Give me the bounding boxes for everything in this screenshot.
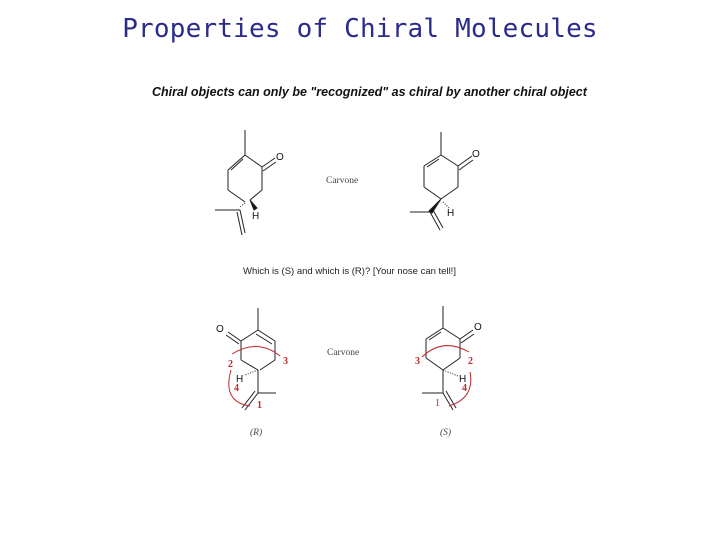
hydrogen-label: H (447, 208, 454, 219)
question-text: Which is (S) and which is (R)? [Your nos… (243, 266, 456, 277)
priority-1: 1 (435, 398, 440, 409)
hydrogen-label: H (252, 211, 259, 222)
oxygen-label: O (472, 149, 480, 160)
carvone-label-top: Carvone (326, 176, 359, 186)
carvone-top-right (410, 132, 474, 231)
s-configuration-label: (S) (440, 428, 452, 438)
slide-title: Properties of Chiral Molecules (122, 14, 598, 44)
slide-subtitle: Chiral objects can only be "recognized" … (152, 85, 587, 99)
priority-arrows-r (228, 346, 281, 407)
carvone-s (422, 306, 475, 411)
hydrogen-label: H (459, 374, 466, 385)
oxygen-label: O (216, 324, 224, 335)
carvone-top-left (215, 130, 277, 236)
hydrogen-label: H (236, 374, 243, 385)
priority-arrows-s (421, 345, 472, 407)
priority-3: 3 (415, 356, 420, 367)
oxygen-label: O (276, 152, 284, 163)
priority-3: 3 (283, 356, 288, 367)
oxygen-label: O (474, 322, 482, 333)
priority-1: 1 (257, 400, 262, 411)
priority-2: 2 (468, 356, 473, 367)
priority-4: 4 (462, 383, 467, 394)
priority-2: 2 (228, 359, 233, 370)
priority-4: 4 (234, 383, 239, 394)
carvone-r (225, 308, 276, 411)
r-configuration-label: (R) (250, 428, 263, 438)
carvone-label-bottom: Carvone (327, 348, 360, 358)
